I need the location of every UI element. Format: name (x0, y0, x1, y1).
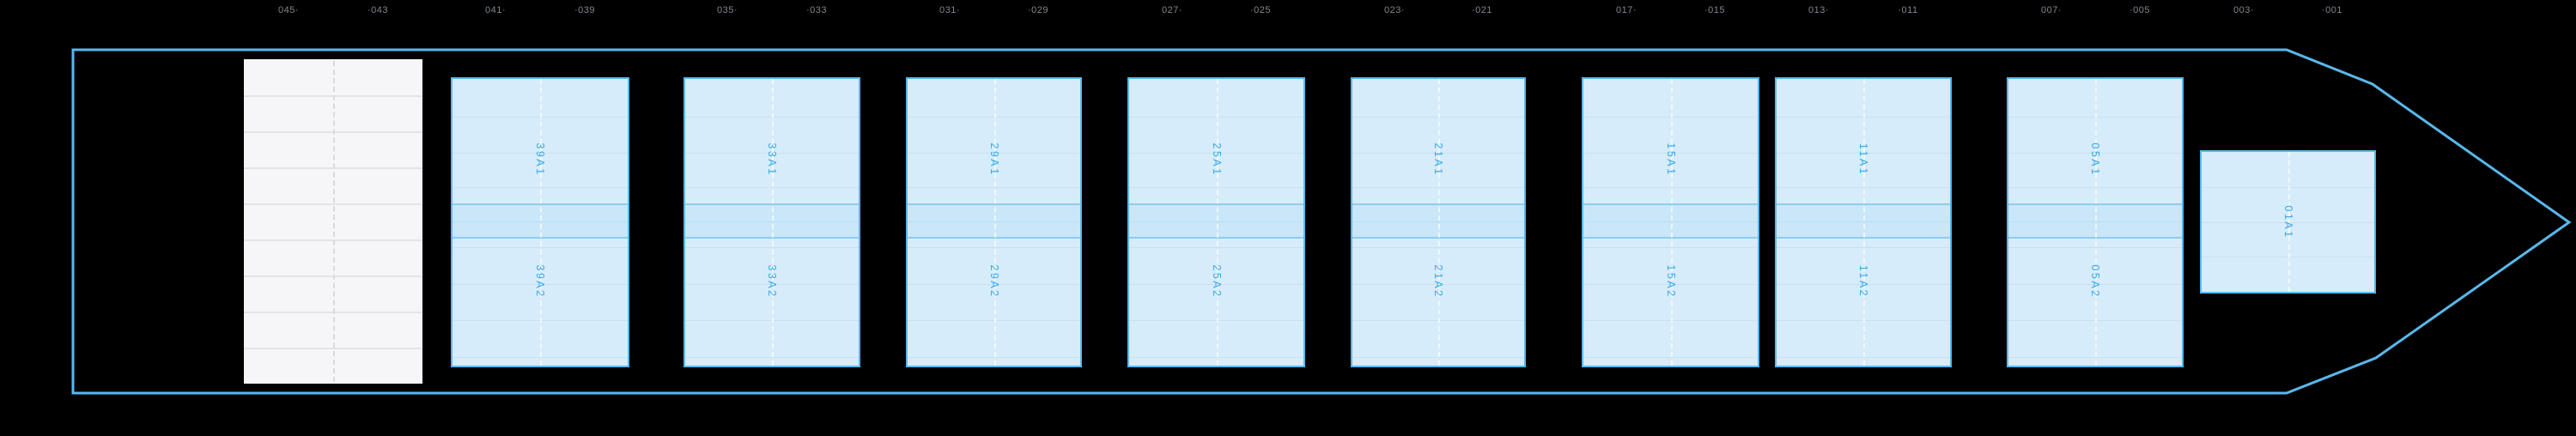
bay-a1-label: 05A1 (2089, 142, 2101, 177)
bay-axis-label: ·039 (574, 5, 596, 15)
bay-center-dashed-line (1863, 79, 1865, 366)
bay-a1-label: 39A1 (534, 142, 546, 177)
bay-a2-label: 29A2 (987, 264, 1000, 299)
bay-a1-label: 11A1 (1857, 142, 1869, 177)
bay-axis-label: 035· (716, 5, 738, 15)
bay-block[interactable]: 39A1 39A2 (451, 77, 629, 367)
bay-a2-label: 21A2 (1432, 264, 1444, 299)
bay-axis-label: 017· (1615, 5, 1637, 15)
bay-a2-label: 25A2 (1210, 264, 1223, 299)
bay-axis-label: ·033 (805, 5, 828, 15)
bay-block[interactable]: 05A1 05A2 (2007, 77, 2184, 367)
bay-block[interactable]: 15A1 15A2 (1582, 77, 1759, 367)
bay-a2-label: 11A2 (1857, 264, 1869, 299)
bay-axis-label: 031· (939, 5, 961, 15)
hull-outline-path (71, 48, 2572, 395)
bay-a1-label: 21A1 (1432, 142, 1444, 177)
bay-a2-label: 15A2 (1664, 264, 1677, 299)
bay-a1-label: 25A1 (1210, 142, 1223, 177)
bow-bay-label: 01A1 (2281, 204, 2294, 239)
bay-center-dashed-line (772, 79, 774, 366)
bay-a2-label: 33A2 (766, 264, 778, 299)
stern-grid-block[interactable] (244, 59, 422, 384)
bay-axis-label: ·043 (367, 5, 389, 15)
bay-a1-label: 29A1 (987, 142, 1000, 177)
bay-axis-label: 023· (1383, 5, 1406, 15)
bay-a2-label: 05A2 (2089, 264, 2101, 299)
bay-axis-label: ·011 (1898, 5, 1918, 15)
bay-block[interactable]: 29A1 29A2 (906, 77, 1082, 367)
bay-center-dashed-line (1670, 79, 1673, 366)
bay-center-dashed-line (2287, 152, 2290, 292)
bay-axis-label: ·021 (1471, 5, 1493, 15)
bay-axis-label: 027· (1161, 5, 1183, 15)
bay-axis-label: ·029 (1027, 5, 1049, 15)
bay-a1-label: 15A1 (1664, 142, 1677, 177)
bay-block[interactable]: 11A1 11A2 (1775, 77, 1952, 367)
bay-block[interactable]: 33A1 33A2 (683, 77, 860, 367)
bay-center-dashed-line (993, 79, 996, 366)
bay-axis-label: ·015 (1704, 5, 1726, 15)
bay-axis-label: 041· (484, 5, 507, 15)
bay-block[interactable]: 25A1 25A2 (1127, 77, 1305, 367)
bay-a1-label: 33A1 (766, 142, 778, 177)
bay-center-dashed-line (1438, 79, 1440, 366)
bay-center-dashed-line (2095, 79, 2097, 366)
bay-axis-label: 003· (2233, 5, 2255, 15)
bay-axis-label: 013· (1807, 5, 1830, 15)
bay-a2-label: 39A2 (534, 264, 546, 299)
bow-bay-block[interactable]: 01A1 (2200, 150, 2376, 294)
bay-block[interactable]: 21A1 21A2 (1351, 77, 1526, 367)
bay-center-dashed-line (540, 79, 542, 366)
grid-center-dashed-line (333, 61, 335, 382)
bay-axis-label: 007· (2040, 5, 2063, 15)
bay-center-dashed-line (1216, 79, 1218, 366)
bay-axis-label: ·005 (2129, 5, 2151, 15)
bay-axis-label: ·001 (2321, 5, 2343, 15)
bay-axis-label: ·025 (1249, 5, 1272, 15)
bay-axis-label: 045· (277, 5, 300, 15)
